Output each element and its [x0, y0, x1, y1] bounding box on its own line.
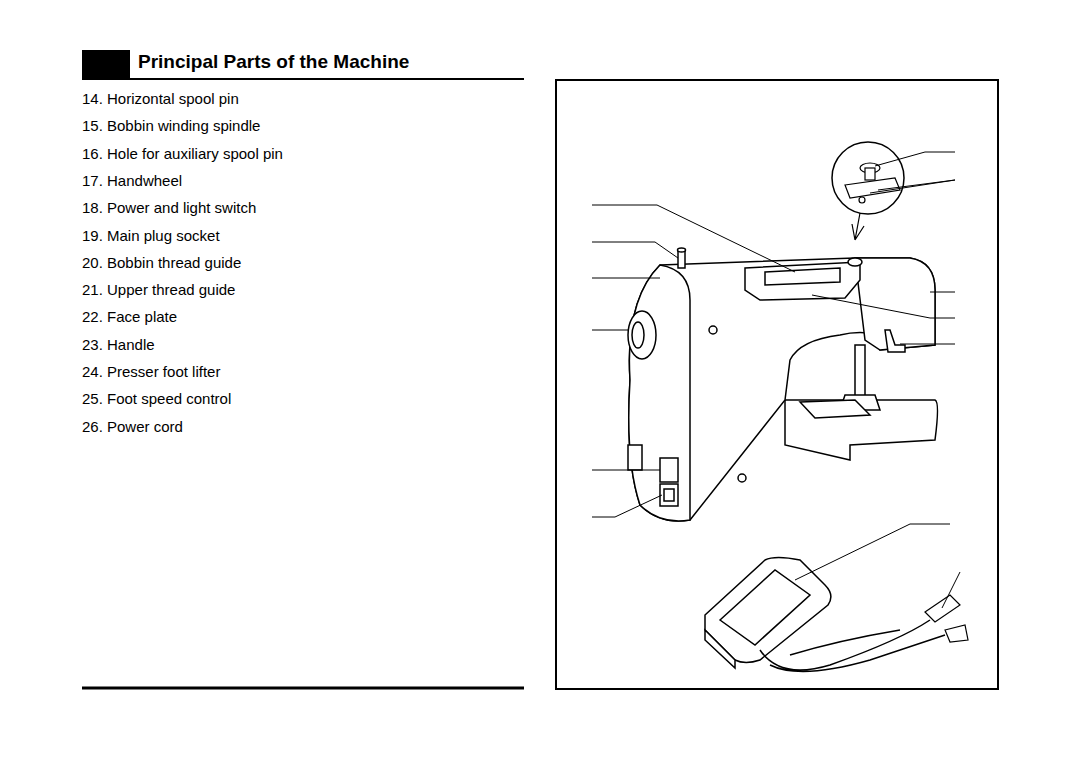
part-name: 26. Power cord	[82, 418, 183, 435]
part-name: 23. Handle	[82, 336, 155, 353]
part-name: 19. Main plug socket	[82, 227, 220, 244]
part-name: 17. Handwheel	[82, 172, 182, 189]
part-name: 25. Foot speed control	[82, 390, 231, 407]
part-name: 22. Face plate	[82, 308, 177, 325]
part-name: 18. Power and light switch	[82, 199, 256, 216]
part-name: 21. Upper thread guide	[82, 281, 235, 298]
part-name: 15. Bobbin winding spindle	[82, 117, 260, 134]
page-title: Principal Parts of the Machine	[138, 51, 409, 73]
part-name: 24. Presser foot lifter	[82, 363, 220, 380]
part-name: 16. Hole for auxiliary spool pin	[82, 145, 283, 162]
part-name: 14. Horizontal spool pin	[82, 90, 239, 107]
part-name: 20. Bobbin thread guide	[82, 254, 241, 271]
